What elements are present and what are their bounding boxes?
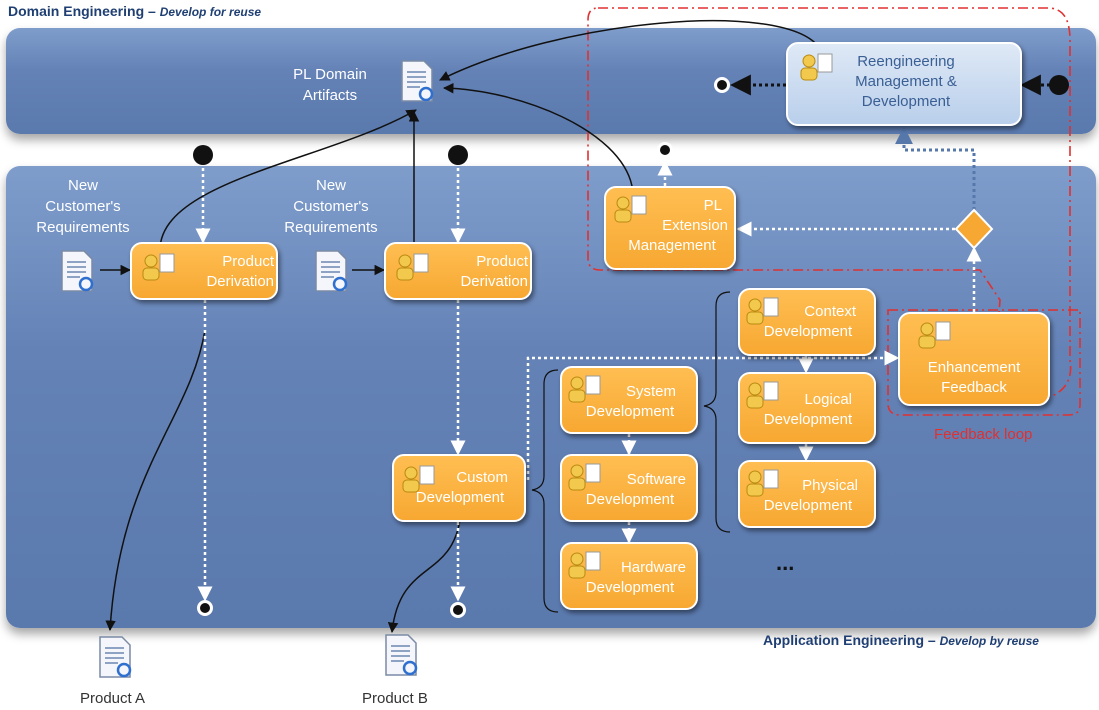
people-process-icon [746,297,779,325]
context-development-process: Context Development [738,288,876,356]
product-a-label: Product A [80,690,146,707]
hardware-development-process: Hardware Development [560,542,698,610]
pl-domain-artifacts-label: PL Domain Artifacts [293,66,367,104]
end-node-icon [450,602,466,618]
document-icon [401,60,434,102]
people-process-icon [614,195,647,223]
product-derivation-process-a: Product Derivation [130,242,278,300]
domain-engineering-header: Domain Engineering – Develop for reuse [8,3,261,19]
app-title: Application Engineering – [763,632,936,648]
start-node-icon [193,145,213,165]
product-b-label: Product B [362,690,428,707]
app-subtitle: Develop by reuse [939,634,1039,648]
start-node-icon [448,145,468,165]
people-process-icon [402,465,435,493]
software-development-process: Software Development [560,454,698,522]
people-process-icon [568,375,601,403]
enhancement-feedback-process: Enhancement Feedback [898,312,1050,406]
document-icon [315,250,348,292]
people-process-icon [568,463,601,491]
custom-development-process: Custom Development [392,454,526,522]
more-processes-ellipsis: ... [776,550,795,575]
people-process-icon [800,53,833,81]
reengineering-process: Reengineering Management & Development [786,42,1022,126]
application-engineering-header: Application Engineering – Develop by reu… [763,632,1039,648]
pl-extension-management-process: PL Extension Management [604,186,736,270]
people-process-icon [142,253,175,281]
people-process-icon [746,469,779,497]
people-process-icon [396,253,429,281]
product-derivation-process-b: Product Derivation [384,242,532,300]
logical-development-process: Logical Development [738,372,876,444]
document-icon [99,636,132,678]
end-node-icon [197,600,213,616]
domain-subtitle: Develop for reuse [159,5,262,19]
reuse-region-outline [587,7,1072,406]
document-icon [385,634,418,676]
domain-title: Domain Engineering – [8,3,156,19]
end-node-icon [657,142,673,158]
end-node-icon [714,77,730,93]
start-node-icon [1049,75,1069,95]
people-process-icon [746,381,779,409]
physical-development-process: Physical Development [738,460,876,528]
people-process-icon [568,551,601,579]
feedback-loop-outline [887,309,1081,416]
people-process-icon [918,321,951,349]
decision-diamond-icon [954,208,994,250]
system-development-process: System Development [560,366,698,434]
document-icon [61,250,94,292]
feedback-loop-label: Feedback loop [934,426,1033,443]
new-requirements-label-b: New Customer's Requirements [284,177,378,236]
new-requirements-label-a: New Customer's Requirements [36,177,130,236]
